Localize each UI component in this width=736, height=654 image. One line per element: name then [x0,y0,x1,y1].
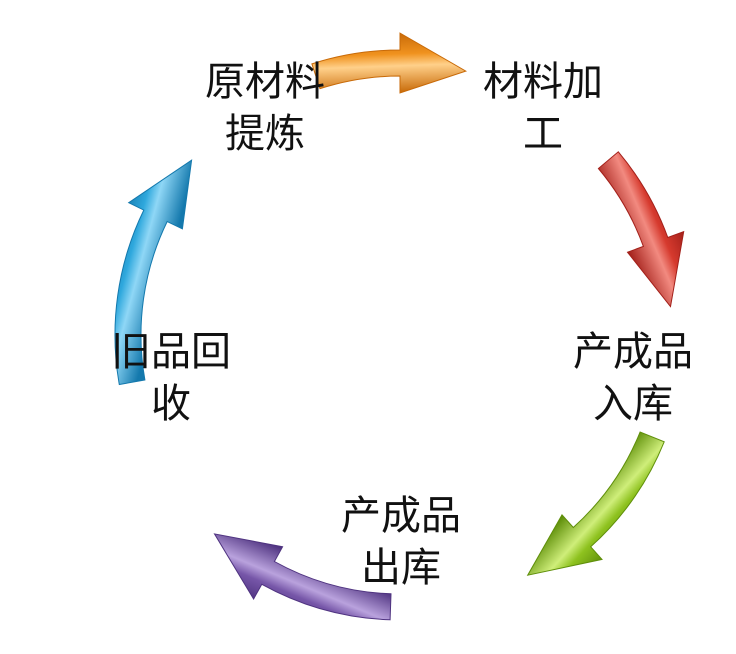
stage-finished-goods-outbound: 产成品 出库 [316,490,486,594]
arrow-store-out-to-recycle [213,533,392,621]
stage-label-line: 提炼 [225,111,305,157]
arrow-recycle-to-refine [114,159,193,386]
stage-label-line: 产成品 [573,329,693,375]
arrow-process-to-store-in [597,151,685,308]
stage-label-line: 入库 [593,381,673,427]
arrow-refine-to-process [311,32,468,94]
stage-material-processing: 材料加 工 [468,56,618,160]
stage-label-line: 出库 [361,545,441,591]
stage-label-line: 工 [523,111,563,157]
stage-label-line: 产成品 [341,493,461,539]
stage-raw-material-refining: 原材料 提炼 [190,56,340,160]
stage-label-line: 旧品回 [111,329,231,375]
stage-label-line: 原材料 [205,59,325,105]
stage-old-goods-recycling: 旧品回 收 [96,326,246,430]
stage-label-line: 材料加 [483,59,603,105]
stage-label-line: 收 [151,381,191,427]
stage-finished-goods-inbound: 产成品 入库 [548,326,718,430]
arrow-store-in-to-store-out [526,431,665,576]
